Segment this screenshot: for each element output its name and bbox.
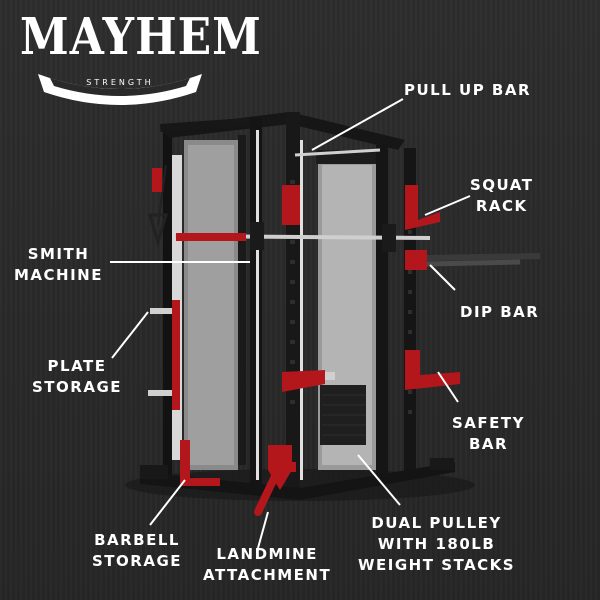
leader-safety-bar: [437, 371, 459, 403]
leader-plate-storage: [111, 311, 149, 359]
callout-dual-pulley: DUAL PULLEY WITH 180LB WEIGHT STACKS: [358, 514, 516, 574]
leader-squat-rack: [424, 195, 471, 216]
logo-emblem-icon: [38, 74, 202, 105]
callout-smith-machine: SMITH MACHINE: [14, 245, 103, 284]
leader-landmine: [257, 511, 269, 549]
leader-barbell-storage: [149, 479, 186, 526]
callout-safety-bar: SAFETY BAR: [452, 414, 525, 453]
callout-squat-rack: SQUAT RACK: [470, 176, 534, 215]
leader-dual-pulley: [357, 454, 401, 506]
leader-pull-up-bar: [311, 98, 404, 151]
callout-barbell-storage: BARBELL STORAGE: [92, 531, 183, 570]
rear-upright-left: [163, 130, 172, 480]
callout-dip-bar: DIP BAR: [460, 303, 540, 321]
brand-tagline: STRENGTH: [86, 78, 154, 87]
callout-plate-storage: PLATE STORAGE: [32, 357, 123, 396]
leader-dip-bar: [429, 264, 456, 291]
callout-landmine-attachment: LANDMINE ATTACHMENT: [203, 545, 332, 584]
callout-pull-up-bar: PULL UP BAR: [404, 81, 532, 99]
